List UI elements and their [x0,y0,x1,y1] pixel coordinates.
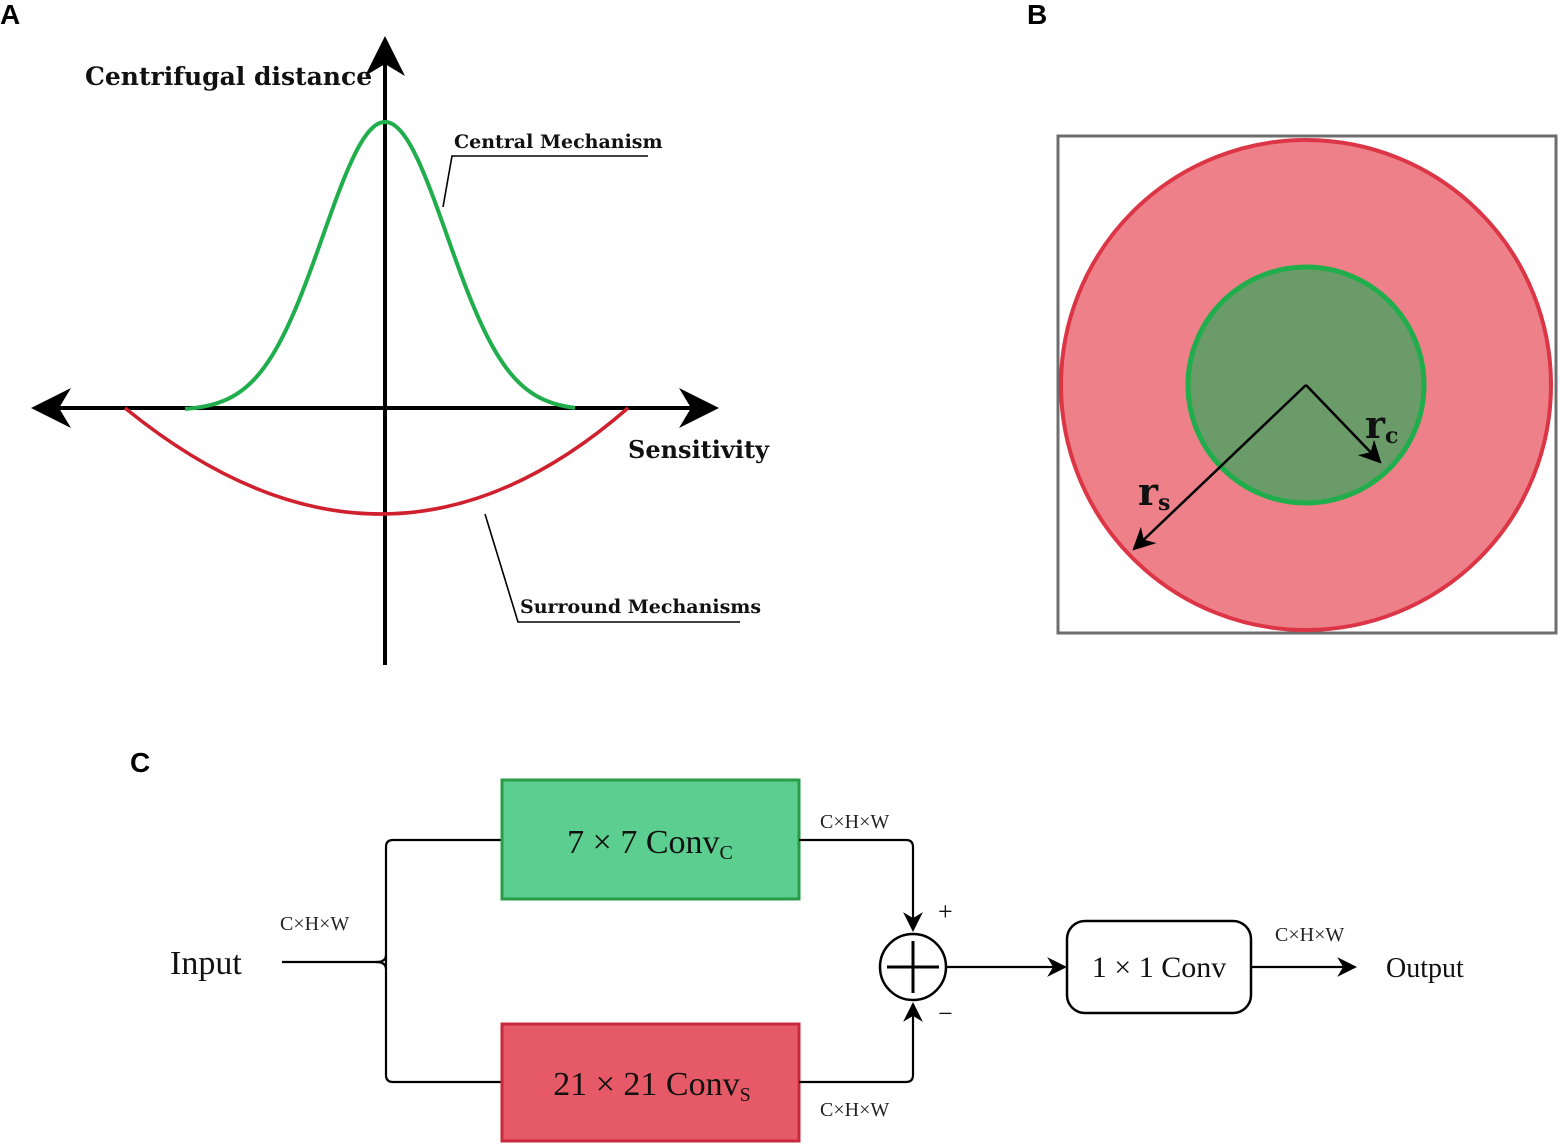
panel-letter-b: B [1027,0,1047,30]
surround-radius-label: rs [1138,469,1170,516]
surround-to-sum-arrow [799,1002,923,1084]
panel-c: Input C×H×W 7 × 7 ConvC 21 × 21 ConvS C×… [170,778,1464,1143]
surround-callout-leader [484,513,740,623]
center-radius-arrow [1305,384,1382,464]
center-to-sum-arrow [799,838,923,932]
y-axis-label: Centrifugal distance [85,62,372,91]
output-dim-label: C×H×W [1275,924,1344,946]
center-conv-label: 7 × 7 ConvC [567,824,733,864]
surround-mechanism-label: Surround Mechanisms [520,596,761,618]
panel-letter-c: C [130,747,150,778]
input-branch-joint [375,954,388,970]
input-branch-bracket [384,838,502,1084]
input-label: Input [170,945,242,982]
input-dim-label: C×H×W [280,913,349,935]
panel-a: Centrifugal distance Sensitivity Central… [31,36,770,665]
surround-mechanism-curve [123,406,630,516]
minus-sign: − [938,999,953,1028]
central-callout-leader [442,155,648,208]
surround-conv-box [500,1022,801,1143]
output-label: Output [1386,953,1464,984]
center-dim-label: C×H×W [820,811,889,833]
surround-radius-arrow [1132,384,1307,551]
surround-dim-label: C×H×W [820,1099,889,1121]
x-axis-label: Sensitivity [628,435,770,464]
panel-b: rc rs [1056,134,1558,635]
center-conv-box [500,778,801,901]
conv1x1-label: 1 × 1 Conv [1092,951,1226,984]
central-mechanism-curve [184,119,576,411]
center-radius-label: rc [1365,402,1398,449]
surround-conv-label: 21 × 21 ConvS [553,1066,750,1106]
central-mechanism-label: Central Mechanism [454,131,663,153]
panel-letter-a: A [0,0,20,30]
plus-sign: + [938,897,953,926]
